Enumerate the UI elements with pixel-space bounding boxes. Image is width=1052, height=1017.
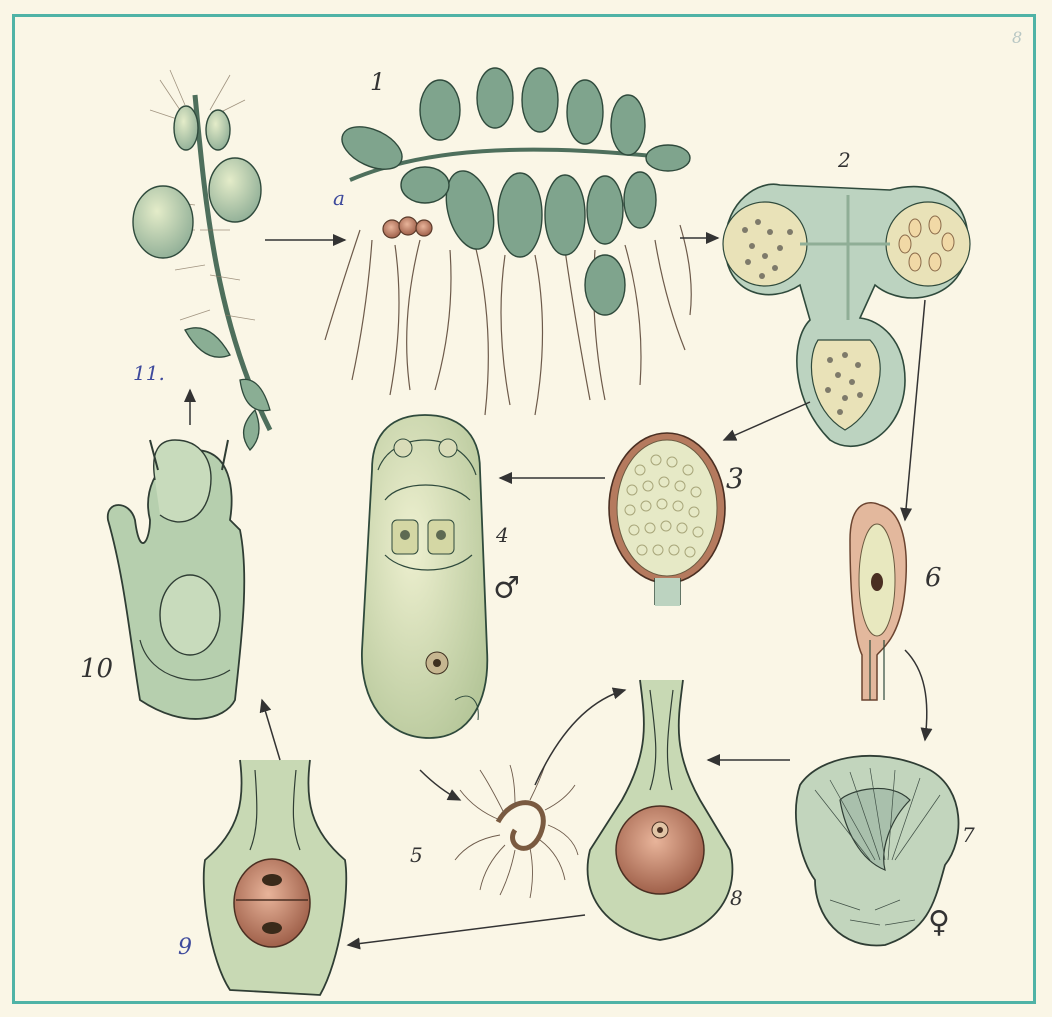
- label-10: 10: [80, 656, 113, 682]
- female-symbol: ♀: [928, 908, 950, 938]
- label-5: 5: [410, 845, 423, 865]
- label-7: 7: [962, 825, 975, 845]
- label-8: 8: [730, 888, 743, 908]
- label-11: 11.: [133, 363, 165, 383]
- label-1: 1: [370, 70, 385, 94]
- page-number: 8: [1012, 28, 1022, 47]
- archegonium-egg: [588, 680, 733, 940]
- sporocarps: [383, 217, 432, 238]
- label-a: a: [333, 188, 345, 208]
- label-4: 4: [496, 525, 509, 545]
- fern-plant: [325, 68, 691, 415]
- male-gametophyte: [362, 415, 487, 738]
- male-symbol: ♂: [493, 574, 520, 604]
- microsporangium: [609, 433, 725, 606]
- label-6: 6: [925, 565, 942, 591]
- megasporangium: [850, 503, 906, 700]
- young-sporophyte: [133, 70, 270, 450]
- fern-roots: [325, 225, 691, 415]
- label-3: 3: [726, 465, 744, 493]
- archegonium-zygote: [204, 760, 347, 995]
- label-2: 2: [838, 150, 851, 170]
- sporocarp-section: [723, 184, 970, 446]
- antherozoid: [455, 765, 578, 898]
- fern-leaves: [335, 68, 690, 315]
- embryo: [108, 440, 245, 719]
- label-9: 9: [178, 937, 192, 959]
